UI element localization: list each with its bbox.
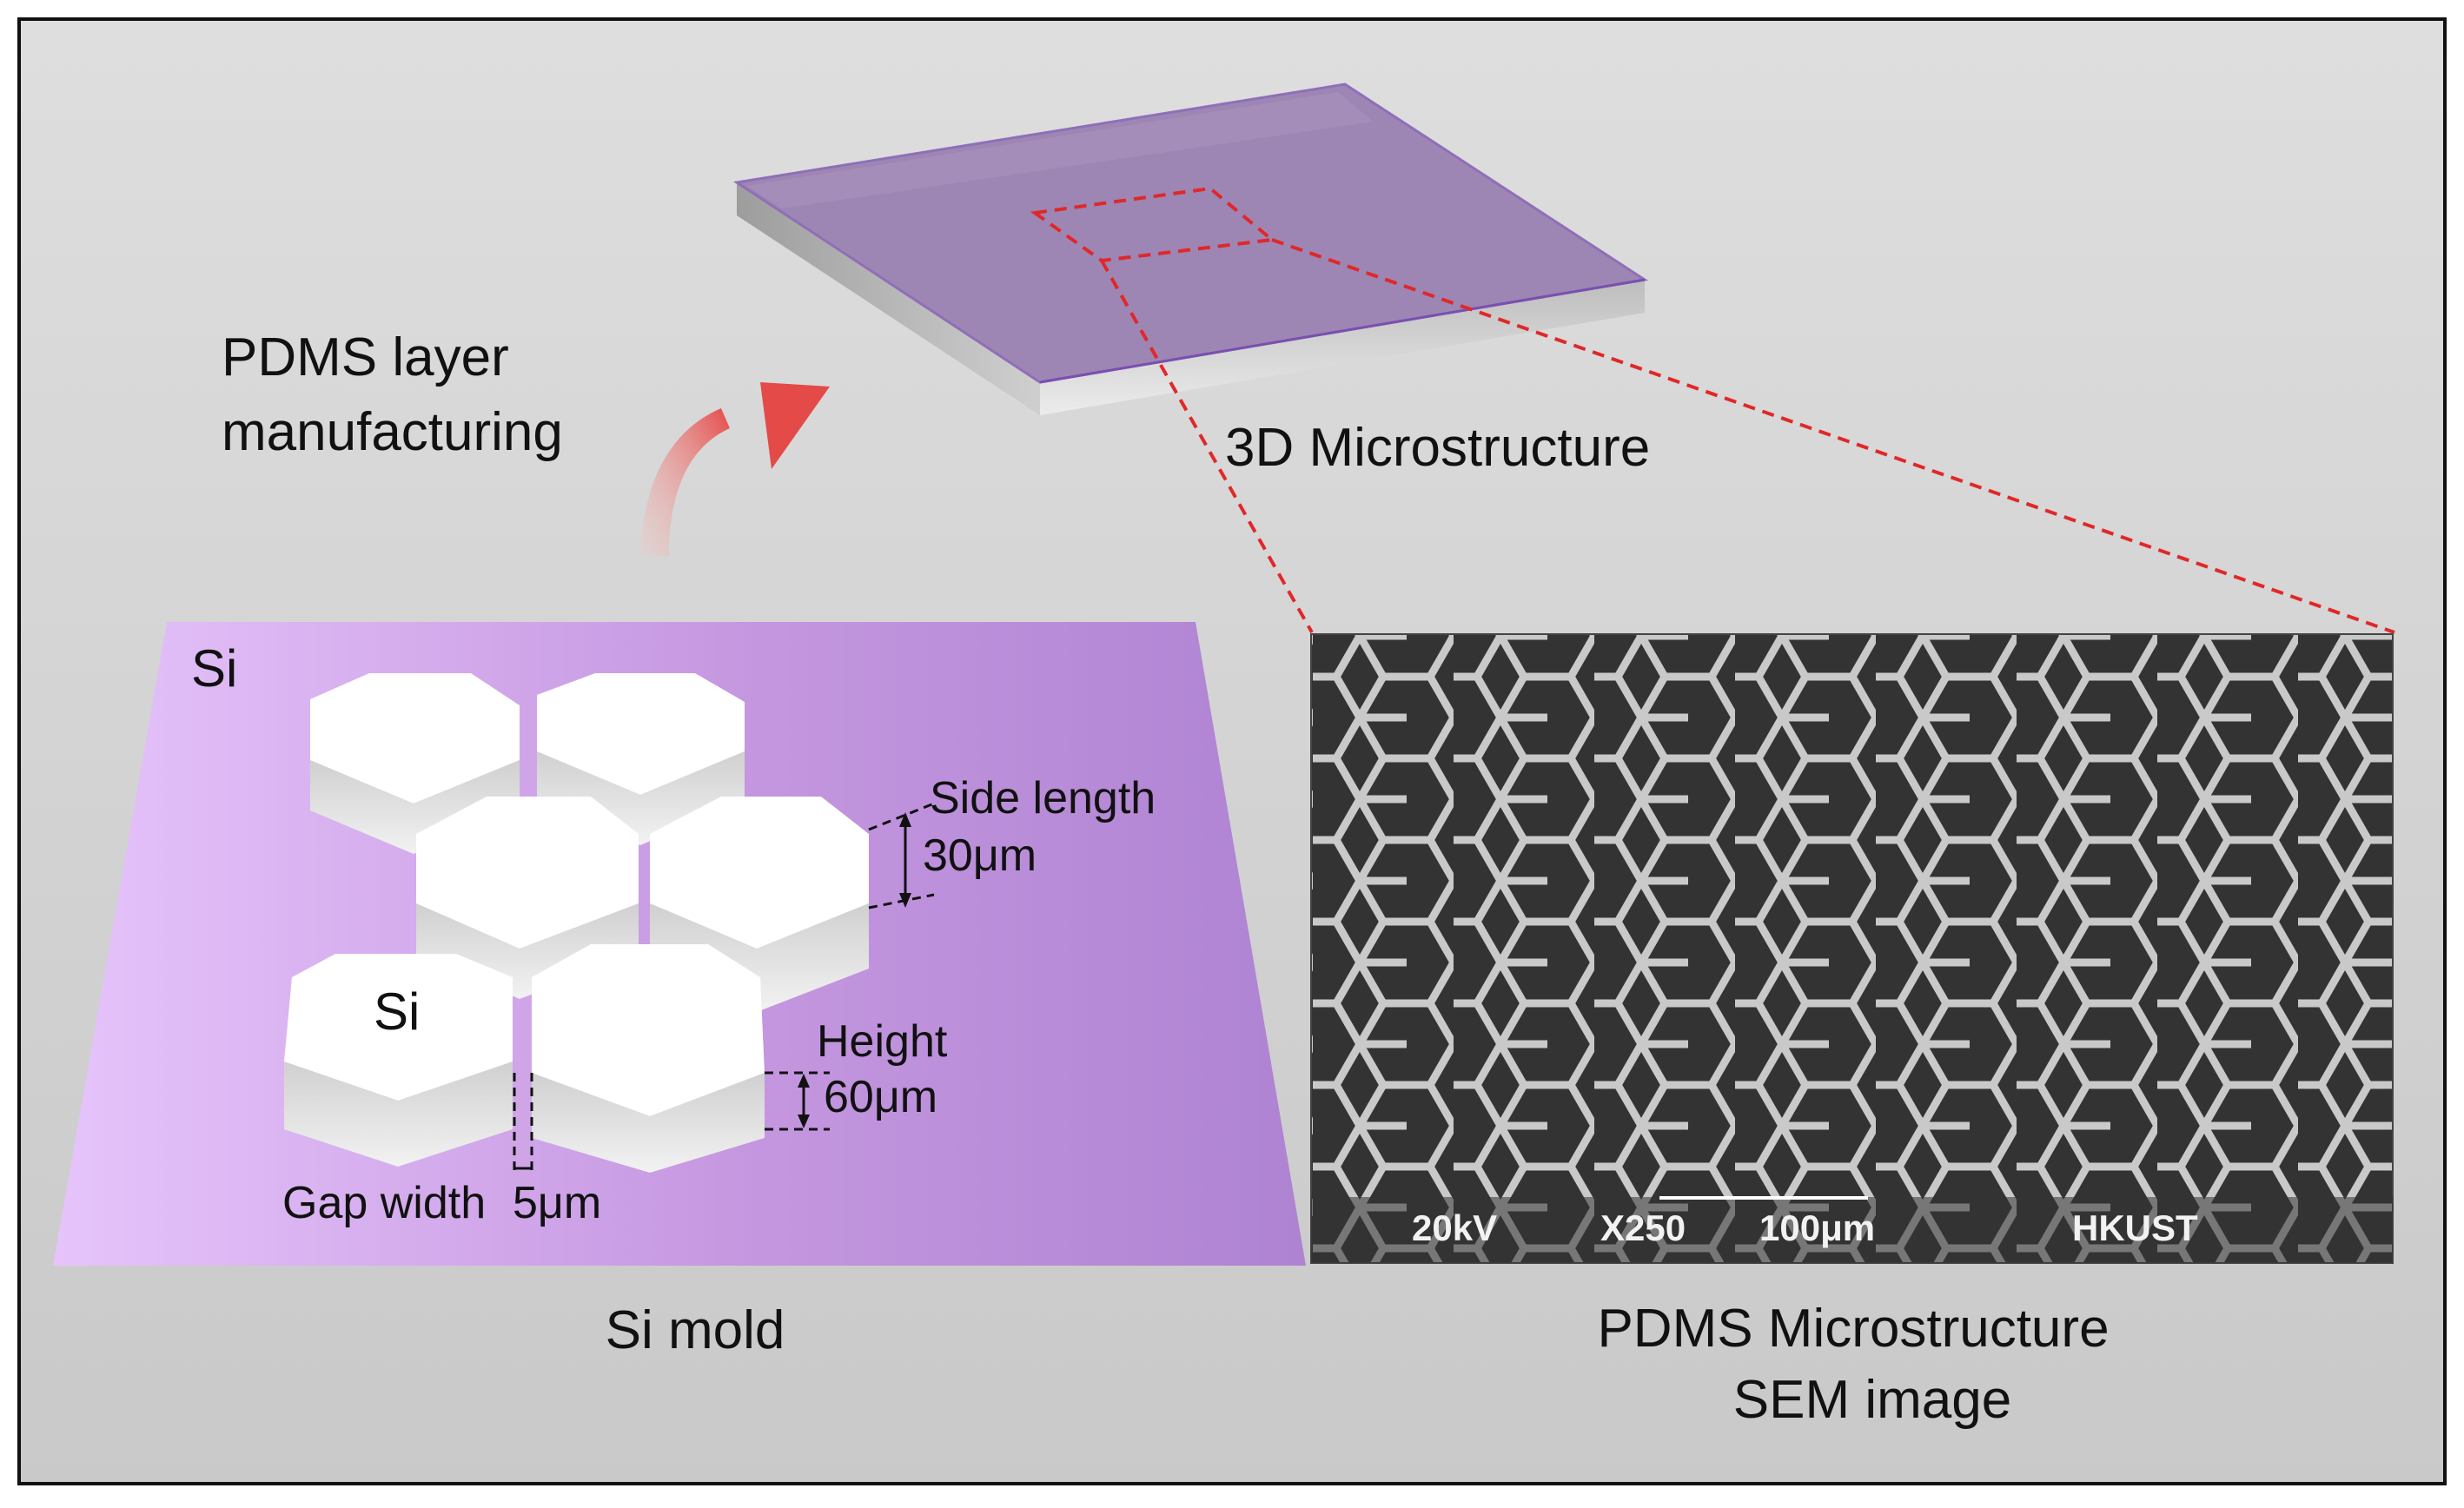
arrow-head-icon [760, 382, 830, 469]
zoom-line-right [1271, 238, 2395, 634]
side-length-value: 30μm [923, 830, 1037, 881]
sem-image: 20kV X250 100μm HKUST [1310, 633, 2394, 1264]
sem-magnification: X250 [1600, 1207, 1686, 1248]
pdms-slab-3d [732, 83, 1649, 415]
hexagon-pillar [532, 944, 765, 1173]
si-mold-caption: Si mold [606, 1300, 785, 1360]
gap-width-label: Gap width [282, 1178, 486, 1228]
gap-width-dimension [513, 1073, 533, 1174]
side-length-dimension [868, 802, 935, 909]
curved-arrow [641, 408, 730, 556]
slab-front-side [737, 182, 1040, 415]
si-substrate-label: Si [191, 639, 237, 698]
pdms-caption-line2: SEM image [1733, 1370, 2011, 1430]
hexagon-pillar [284, 954, 513, 1167]
si-pillar-label: Si [374, 982, 420, 1041]
process-label-line1: PDMS layer [222, 327, 509, 387]
sem-info-bar [1311, 1197, 2393, 1263]
slab-top-sheen [747, 92, 1373, 208]
zoom-line-left [1100, 260, 1314, 633]
process-label-line2: manufacturing [222, 402, 563, 462]
height-value: 60μm [824, 1072, 937, 1122]
height-dimension [765, 1071, 830, 1131]
slab-purple-edge [1039, 278, 1646, 384]
slab-right-side [1040, 280, 1645, 415]
sem-institution: HKUST [2072, 1207, 2198, 1248]
microstructure-3d-label: 3D Microstructure [1225, 418, 1650, 478]
height-label: Height [817, 1016, 948, 1067]
hexagon-pillars [284, 673, 869, 1173]
sem-voltage: 20kV [1412, 1207, 1497, 1248]
zoom-indicator [1030, 186, 2395, 634]
gap-width-value: 5μm [513, 1178, 601, 1228]
pdms-caption-line1: PDMS Microstructure [1597, 1299, 2109, 1359]
side-length-label: Side length [930, 773, 1156, 823]
sem-scale: 100μm [1759, 1207, 1875, 1248]
